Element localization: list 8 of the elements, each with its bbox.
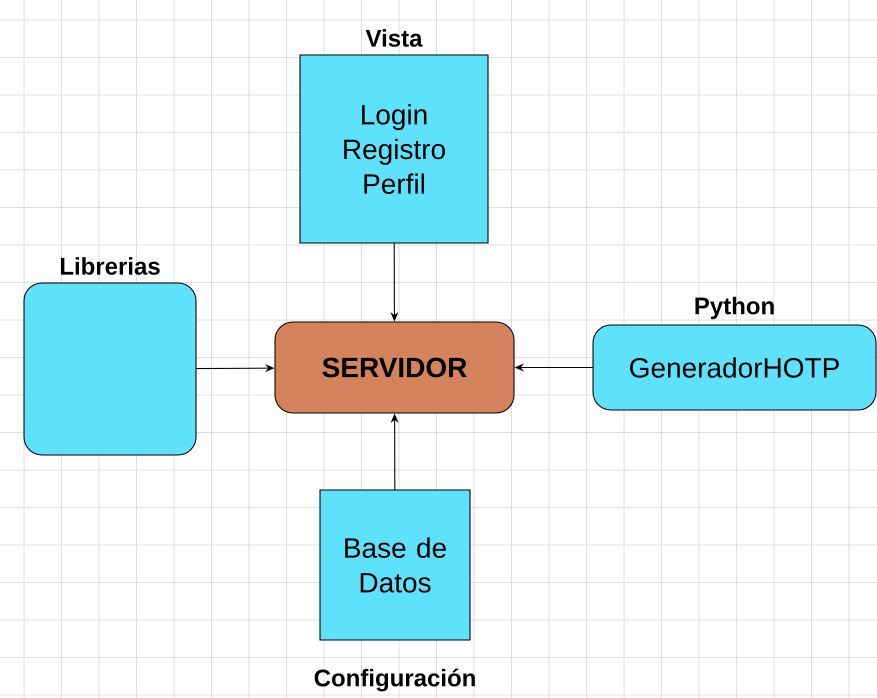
box-heading: Vista <box>366 29 423 47</box>
box-heading: Python <box>695 296 774 320</box>
box-heading: Configuración <box>314 668 475 692</box>
component-box: Base de Datos <box>319 489 471 641</box>
component-box: GeneradorHOTP <box>592 324 877 411</box>
component-box: Login Registro Perfil <box>299 54 489 244</box>
component-box: SERVIDOR <box>274 321 515 414</box>
box-heading: Librerias <box>60 257 160 275</box>
